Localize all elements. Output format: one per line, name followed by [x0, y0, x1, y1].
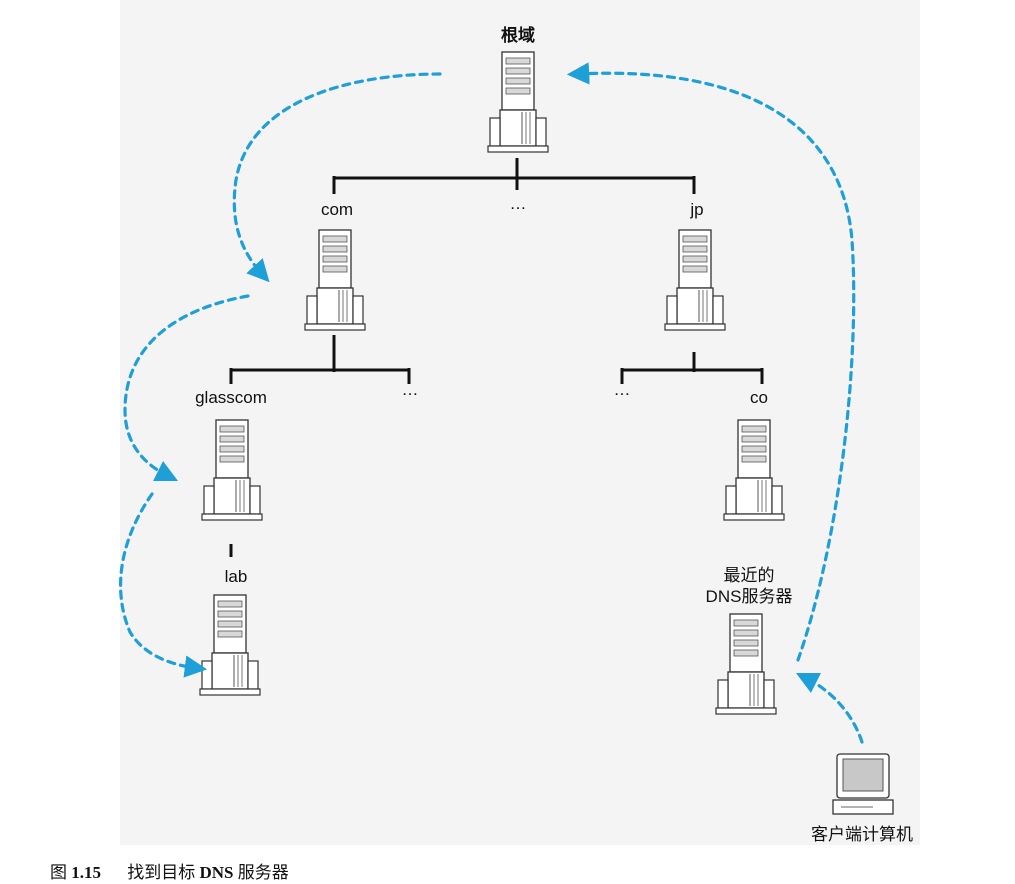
glasscom-server-icon: [201, 419, 263, 521]
com-label: com: [320, 200, 354, 219]
arrow-client-to-nearest: [795, 672, 864, 744]
lab-label: lab: [224, 567, 248, 586]
client-computer-icon: [832, 753, 894, 815]
nearest-dns-label: 最近的 DNS服务器: [694, 565, 804, 607]
caption-text-bold: DNS: [199, 863, 234, 882]
com-ellipsis-label: …: [401, 380, 419, 399]
jp-label: jp: [690, 200, 704, 219]
root-server-icon: [487, 51, 549, 153]
caption-text-before: 找到目标: [127, 863, 196, 882]
root-domain-label: 根域: [501, 26, 535, 45]
jp-server-icon: [664, 229, 726, 331]
arrow-com-to-glasscom: [123, 294, 250, 482]
lab-server-icon: [199, 594, 261, 696]
figure-caption: 图 1.15 找到目标 DNS 服务器: [50, 858, 289, 883]
arrow-nearest-to-root: [566, 62, 856, 662]
arrow-glasscom-to-lab: [119, 492, 208, 678]
co-server-icon: [723, 419, 785, 521]
nearest-dns-label-line1: 最近的: [723, 566, 775, 585]
jp-ellipsis-label: …: [613, 380, 631, 399]
nearest-dns-label-line2: DNS服务器: [705, 587, 793, 606]
arrow-root-to-com: [232, 72, 442, 283]
glasscom-label: glasscom: [195, 388, 267, 407]
top-ellipsis-label: …: [509, 194, 527, 213]
caption-text-after: 服务器: [237, 863, 289, 882]
tree-connectors: [229, 158, 764, 557]
caption-prefix: 图: [50, 863, 67, 882]
client-computer-label: 客户端计算机: [811, 825, 913, 844]
co-label: co: [750, 388, 768, 407]
com-server-icon: [304, 229, 366, 331]
nearest-dns-server-icon: [715, 613, 777, 715]
caption-number: 1.15: [71, 863, 101, 882]
